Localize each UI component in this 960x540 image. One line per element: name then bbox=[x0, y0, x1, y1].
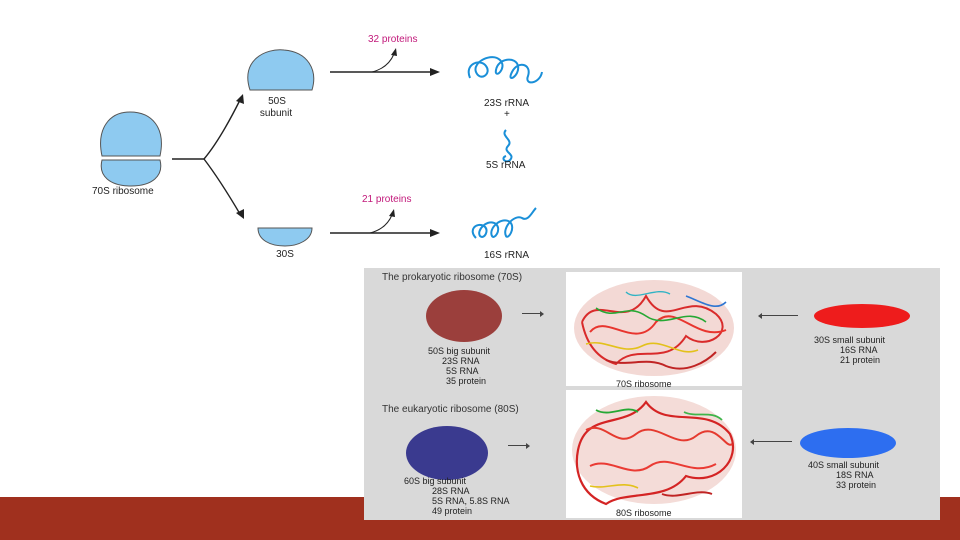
subunit-50s-shape bbox=[247, 49, 315, 91]
prokaryotic-title: The prokaryotic ribosome (70S) bbox=[382, 272, 523, 283]
subunit-50s-label: 50S bbox=[268, 96, 286, 107]
rrna-23s-squiggle bbox=[467, 56, 543, 84]
arrow-60s-to-80s bbox=[508, 445, 528, 446]
big-50s-line-3: 5S RNA bbox=[446, 366, 479, 376]
plus-sign: + bbox=[504, 109, 510, 120]
big-50s-line-2: 23S RNA bbox=[442, 356, 480, 366]
arrow-50s-to-70s-head bbox=[540, 311, 544, 317]
arrow-to-16s bbox=[330, 209, 440, 237]
ribosome-80s-structure bbox=[566, 390, 742, 518]
rrna-16s-squiggle bbox=[471, 207, 537, 239]
big-60s-line-2: 28S RNA bbox=[432, 486, 470, 496]
small-30s-line-1: 30S small subunit bbox=[814, 335, 886, 345]
ribosome-70s-label: 70S ribosome bbox=[92, 186, 154, 197]
subunit-30s-shape bbox=[257, 227, 313, 247]
big-subunit-50s-oval bbox=[426, 290, 502, 342]
small-40s-line-2: 18S RNA bbox=[836, 470, 874, 480]
ribosome-80s-structure-render bbox=[572, 396, 736, 506]
ribosome-70s-structure-render bbox=[574, 280, 734, 376]
arrow-50s-to-70s bbox=[522, 313, 542, 314]
small-30s-line-2: 16S RNA bbox=[840, 345, 878, 355]
small-subunit-40s-label: 40S small subunit 18S RNA 33 protein bbox=[808, 460, 879, 490]
arrow-30s-to-70s-head bbox=[758, 313, 762, 319]
arrow-to-23s bbox=[330, 48, 440, 76]
proteins-32-label: 32 proteins bbox=[368, 34, 418, 45]
arrow-30s-to-70s bbox=[762, 315, 798, 316]
rrna-16s-label: 16S rRNA bbox=[484, 250, 530, 261]
ribosome-dissociation-diagram bbox=[100, 48, 543, 247]
big-60s-line-3: 5S RNA, 5.8S RNA bbox=[432, 496, 510, 506]
small-subunit-30s-label: 30S small subunit 16S RNA 21 protein bbox=[814, 335, 885, 365]
big-50s-line-4: 35 protein bbox=[446, 376, 487, 386]
small-40s-line-3: 33 protein bbox=[836, 480, 877, 490]
ribosome-70s-caption: 70S ribosome bbox=[616, 379, 672, 389]
big-subunit-60s-oval bbox=[406, 426, 488, 480]
arrow-60s-to-80s-head bbox=[526, 443, 530, 449]
small-30s-line-3: 21 protein bbox=[840, 355, 881, 365]
ribosome-80s-caption: 80S ribosome bbox=[616, 508, 672, 518]
ribosome-comparison-panel: The prokaryotic ribosome (70S) 50S big s… bbox=[364, 268, 940, 520]
arrow-40s-to-80s bbox=[754, 441, 792, 442]
eukaryotic-title: The eukaryotic ribosome (80S) bbox=[382, 404, 519, 415]
small-subunit-40s-oval bbox=[800, 428, 896, 458]
rrna-5s-squiggle bbox=[502, 129, 513, 163]
big-subunit-60s-label: 60S big subunit 28S RNA 5S RNA, 5.8S RNA… bbox=[404, 476, 510, 516]
small-subunit-30s-oval bbox=[814, 304, 910, 328]
big-subunit-50s-label: 50S big subunit 23S RNA 5S RNA 35 protei… bbox=[428, 346, 490, 386]
rrna-5s-label: 5S rRNA bbox=[486, 160, 526, 171]
ribosome-70s-shape bbox=[100, 111, 162, 187]
ribosome-70s-structure bbox=[566, 272, 742, 386]
big-50s-line-1: 50S big subunit bbox=[428, 346, 491, 356]
small-40s-line-1: 40S small subunit bbox=[808, 460, 880, 470]
proteins-21-label: 21 proteins bbox=[362, 194, 412, 205]
big-60s-line-4: 49 protein bbox=[432, 506, 473, 516]
subunit-30s-label: 30S bbox=[276, 249, 294, 260]
arrow-40s-to-80s-head bbox=[750, 439, 754, 445]
big-60s-line-1: 60S big subunit bbox=[404, 476, 467, 486]
subunit-label: subunit bbox=[259, 108, 293, 119]
dissociation-arrows bbox=[172, 99, 241, 215]
rrna-23s-label: 23S rRNA bbox=[484, 98, 530, 109]
